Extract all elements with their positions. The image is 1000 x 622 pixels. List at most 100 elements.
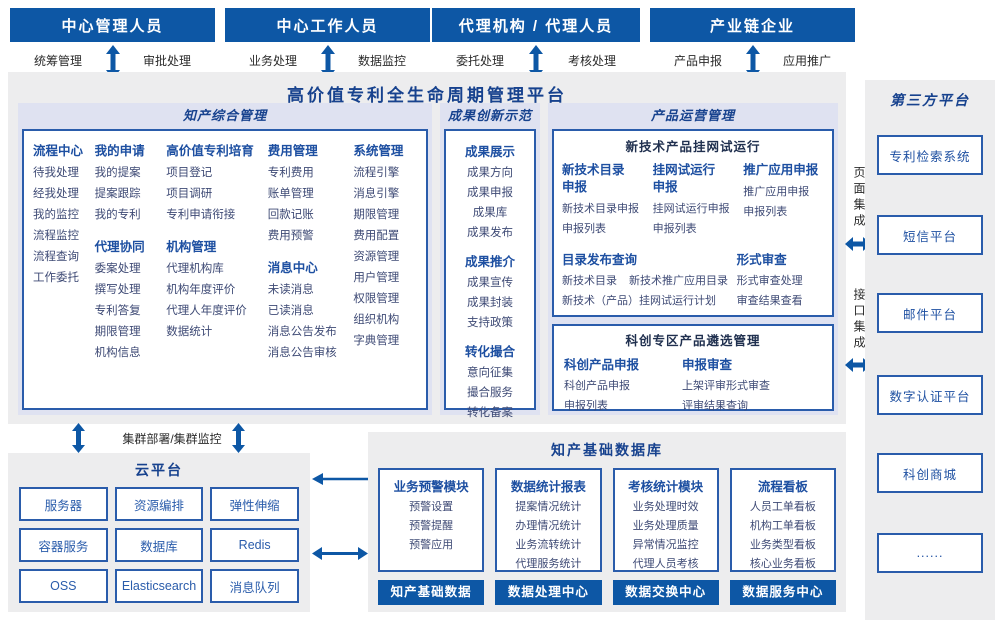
menu-item: 形式审查处理 xyxy=(736,275,803,287)
third-party-system: 邮件平台 xyxy=(877,293,983,333)
ip-database-title: 知产基础数据库 xyxy=(551,442,663,458)
menu-item: 撮合服务 xyxy=(467,387,513,399)
double-arrow-horizontal-icon xyxy=(845,358,871,372)
menu-item: 机构信息 xyxy=(94,347,141,359)
menu-item: 支持政策 xyxy=(467,317,513,329)
menu-item: 专利答复 xyxy=(94,305,141,317)
menu-item: 数据统计 xyxy=(166,326,213,338)
menu-item: 字典管理 xyxy=(353,335,400,347)
data-center-label: 数据服务中心 xyxy=(729,580,836,605)
menu-item: 期限管理 xyxy=(353,209,400,221)
cloud-service: 容器服务 xyxy=(19,528,108,562)
group-header: 推广应用申报 xyxy=(743,163,819,177)
role-group-center-managers: 中心管理人员 统筹管理 审批处理 xyxy=(10,8,215,79)
cloud-platform-title: 云平台 xyxy=(135,462,183,478)
menu-item: 代理服务统计 xyxy=(515,558,582,570)
menu-item: 评审结果查询 xyxy=(682,400,748,412)
module-header: 流程看板 xyxy=(757,480,808,494)
menu-item: 工作委托 xyxy=(33,272,79,284)
subbox-title: 新技术产品挂网试运行 xyxy=(625,140,761,154)
menu-item: 经我处理 xyxy=(33,188,79,200)
page-integration-label: 页面集成 xyxy=(852,166,866,230)
menu-item: 申报列表 xyxy=(652,223,697,235)
menu-item: 科创产品申报 xyxy=(564,380,630,392)
module-assessment-statistics: 考核统计模块 业务处理时效 业务处理质量 异常情况监控 代理人员考核 数据交换中… xyxy=(612,468,719,605)
third-party-system: ...... xyxy=(877,533,983,573)
module-box: 流程看板 人员工单看板 机构工单看板 业务类型看板 核心业务看板 xyxy=(729,468,836,572)
achievement-box: 成果展示 成果方向 成果申报 成果库 成果发布 成果推介 成果宣传 成果封装 支… xyxy=(444,129,536,419)
role-title: 中心管理人员 xyxy=(10,8,215,42)
section-title: 产品运营管理 xyxy=(650,108,735,123)
menu-item: 资源管理 xyxy=(353,251,400,263)
group-header: 成果展示 xyxy=(464,145,515,159)
cloud-service: Redis xyxy=(210,528,299,562)
menu-item: 用户管理 xyxy=(353,272,400,284)
double-arrow-vertical-icon xyxy=(529,45,543,79)
role-label-right: 应用推广 xyxy=(782,54,831,68)
menu-item: 组织机构 xyxy=(353,314,400,326)
group-header: 目录发布查询 xyxy=(562,253,638,267)
menu-item: 业务处理质量 xyxy=(632,520,699,532)
menu-item: 预警提醒 xyxy=(409,520,454,532)
module-statistics-report: 数据统计报表 提案情况统计 办理情况统计 业务流转统计 代理服务统计 数据处理中… xyxy=(495,468,602,605)
group-header: 代理协同 xyxy=(94,240,145,254)
section-ip-management: 知产综合管理 流程中心 待我处理 经我处理 我的监控 流程监控 流程查询 工作委… xyxy=(18,103,432,415)
menu-item: 我的监控 xyxy=(33,209,79,221)
menu-item: 业务流转统计 xyxy=(515,539,582,551)
menu-item: 项目登记 xyxy=(166,167,213,179)
column-formal-review: 形式审查 形式审查处理 审查结果查看 xyxy=(737,247,824,311)
column-catalog-publish-query: 目录发布查询 新技术目录 新技术推广应用目录 新技术（产品）挂网试运行计划 xyxy=(562,247,737,311)
menu-item: 新技术目录 xyxy=(562,275,617,287)
menu-item: 成果宣传 xyxy=(467,277,513,289)
menu-item: 撰写处理 xyxy=(94,284,141,296)
group-header: 我的申请 xyxy=(94,144,145,158)
menu-item: 新技术（产品）挂网试运行计划 xyxy=(562,295,716,307)
role-label-right: 审批处理 xyxy=(142,54,191,68)
menu-item: 代理机构库 xyxy=(166,263,224,275)
platform-panel: 高价值专利全生命周期管理平台 知产综合管理 流程中心 待我处理 经我处理 我的监… xyxy=(8,72,846,424)
menu-item: 提案跟踪 xyxy=(94,188,141,200)
menu-item: 我的专利 xyxy=(94,209,141,221)
subbox-title: 科创专区产品遴选管理 xyxy=(625,334,761,348)
column-declare-review: 申报审查 上架评审形式审查 评审结果查询 xyxy=(682,352,822,416)
role-label-left: 委托处理 xyxy=(456,54,505,68)
role-label-left: 统筹管理 xyxy=(34,54,83,68)
trial-operation-box: 新技术产品挂网试运行 新技术目录申报 新技术目录申报 申报列表 挂网试运行申报 … xyxy=(552,129,834,317)
menu-item: 人员工单看板 xyxy=(749,501,816,513)
role-label-right: 数据监控 xyxy=(357,54,406,68)
menu-item: 委案处理 xyxy=(94,263,141,275)
menu-item: 申报列表 xyxy=(743,206,788,218)
double-arrow-horizontal-icon xyxy=(312,547,368,560)
cloud-platform-panel: 云平台 服务器 资源编排 弹性伸缩 容器服务 数据库 Redis OSS Ela… xyxy=(8,453,310,612)
menu-item: 账单管理 xyxy=(267,188,314,200)
menu-item: 费用预警 xyxy=(267,230,314,242)
menu-item: 期限管理 xyxy=(94,326,141,338)
menu-item: 项目调研 xyxy=(166,188,213,200)
group-header: 成果推介 xyxy=(464,255,515,269)
module-header: 考核统计模块 xyxy=(628,480,704,494)
section-title: 知产综合管理 xyxy=(182,108,267,123)
module-box: 考核统计模块 业务处理时效 业务处理质量 异常情况监控 代理人员考核 xyxy=(612,468,719,572)
cloud-service: 资源编排 xyxy=(114,487,204,521)
arrow-left-icon xyxy=(312,473,368,485)
data-center-label: 数据处理中心 xyxy=(495,580,602,605)
ip-management-box: 流程中心 待我处理 经我处理 我的监控 流程监控 流程查询 工作委托 我的申请 … xyxy=(22,129,428,410)
menu-item: 成果库 xyxy=(472,207,508,219)
menu-item: 意向征集 xyxy=(467,367,513,379)
group-header: 挂网试运行申报 xyxy=(652,163,716,194)
double-arrow-vertical-icon xyxy=(745,45,760,79)
group-header: 流程中心 xyxy=(33,144,84,158)
column-fee-management: 费用管理 专利费用 账单管理 回款记账 费用预警 消息中心 未读消息 已读消息 … xyxy=(268,137,354,402)
column-patent-cultivation: 高价值专利培育 项目登记 项目调研 专利申请衔接 机构管理 代理机构库 机构年度… xyxy=(166,137,267,402)
menu-item: 代理人年度评价 xyxy=(166,305,247,317)
cloud-service: 弹性伸缩 xyxy=(210,487,299,521)
role-title: 产业链企业 xyxy=(650,8,855,42)
menu-item: 待我处理 xyxy=(33,167,79,179)
third-party-system: 科创商城 xyxy=(877,453,983,493)
column-online-trial-declare: 挂网试运行申报 挂网试运行申报 申报列表 xyxy=(653,158,744,239)
role-label-left: 业务处理 xyxy=(249,54,298,68)
column-system-management: 系统管理 流程引擎 消息引擎 期限管理 费用配置 资源管理 用户管理 权限管理 … xyxy=(353,137,417,402)
section-achievement-innovation: 成果创新示范 成果展示 成果方向 成果申报 成果库 成果发布 成果推介 成果宣传… xyxy=(440,103,540,419)
menu-item: 审查结果查看 xyxy=(736,295,803,307)
role-title: 代理机构 / 代理人员 xyxy=(432,8,640,42)
